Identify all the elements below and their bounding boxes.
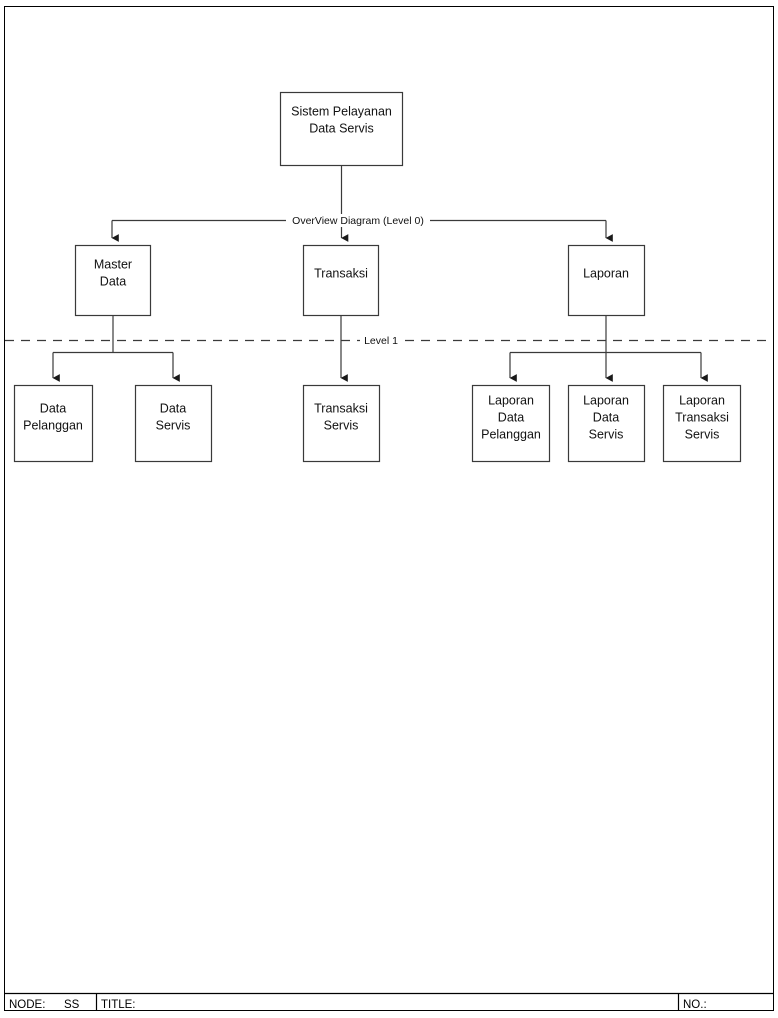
node-label-line: Laporan (679, 393, 725, 407)
node-label-line: Servis (685, 427, 720, 441)
node-laporan-data-servis[interactable]: Laporan Data Servis (567, 384, 646, 463)
node-label-line: Pelanggan (23, 418, 83, 432)
node-label-line: Sistem Pelayanan (291, 104, 392, 118)
node-label-line: Servis (156, 418, 191, 432)
node-label-line: Transaksi (675, 410, 729, 424)
node-label-line: Servis (589, 427, 624, 441)
node-label-line: Laporan (583, 393, 629, 407)
node-transaksi[interactable]: Transaksi (302, 244, 380, 317)
level1-label: Level 1 (364, 335, 398, 347)
page-border (4, 6, 774, 1011)
level0-label: OverView Diagram (Level 0) (292, 215, 424, 227)
node-label-line: Master (94, 257, 132, 271)
footer-node-value[interactable]: SS (64, 999, 80, 1011)
node-label-line: Data (40, 401, 66, 415)
node-sistem-pelayanan-data-servis[interactable]: Sistem Pelayanan Data Servis (279, 91, 404, 167)
footer-title-label: TITLE: (101, 999, 136, 1011)
footer-node-label: NODE: (9, 999, 45, 1011)
node-label-line: Data (498, 410, 524, 424)
node-data-pelanggan[interactable]: Data Pelanggan (13, 384, 94, 463)
node-label-line: Servis (324, 418, 359, 432)
node-label-line: Pelanggan (481, 427, 541, 441)
node-master-data[interactable]: Master Data (74, 244, 152, 317)
node-laporan-data-pelanggan[interactable]: Laporan Data Pelanggan (471, 384, 551, 463)
node-transaksi-servis[interactable]: Transaksi Servis (302, 384, 381, 463)
node-label-line: Data (100, 274, 126, 288)
level1-label-backdrop (360, 334, 402, 347)
node-laporan-transaksi-servis[interactable]: Laporan Transaksi Servis (662, 384, 742, 463)
level0-label-backdrop (286, 214, 430, 227)
node-label-line: Laporan (488, 393, 534, 407)
footer-number-label: NO.: (683, 999, 707, 1011)
node-label-line: Laporan (583, 266, 629, 280)
node-laporan[interactable]: Laporan (567, 244, 646, 317)
node-label-line: Data (593, 410, 619, 424)
node-data-servis[interactable]: Data Servis (134, 384, 213, 463)
node-label-line: Transaksi (314, 266, 368, 280)
node-label-line: Data (160, 401, 186, 415)
node-label-line: Data Servis (309, 121, 374, 135)
node-label-line: Transaksi (314, 401, 368, 415)
